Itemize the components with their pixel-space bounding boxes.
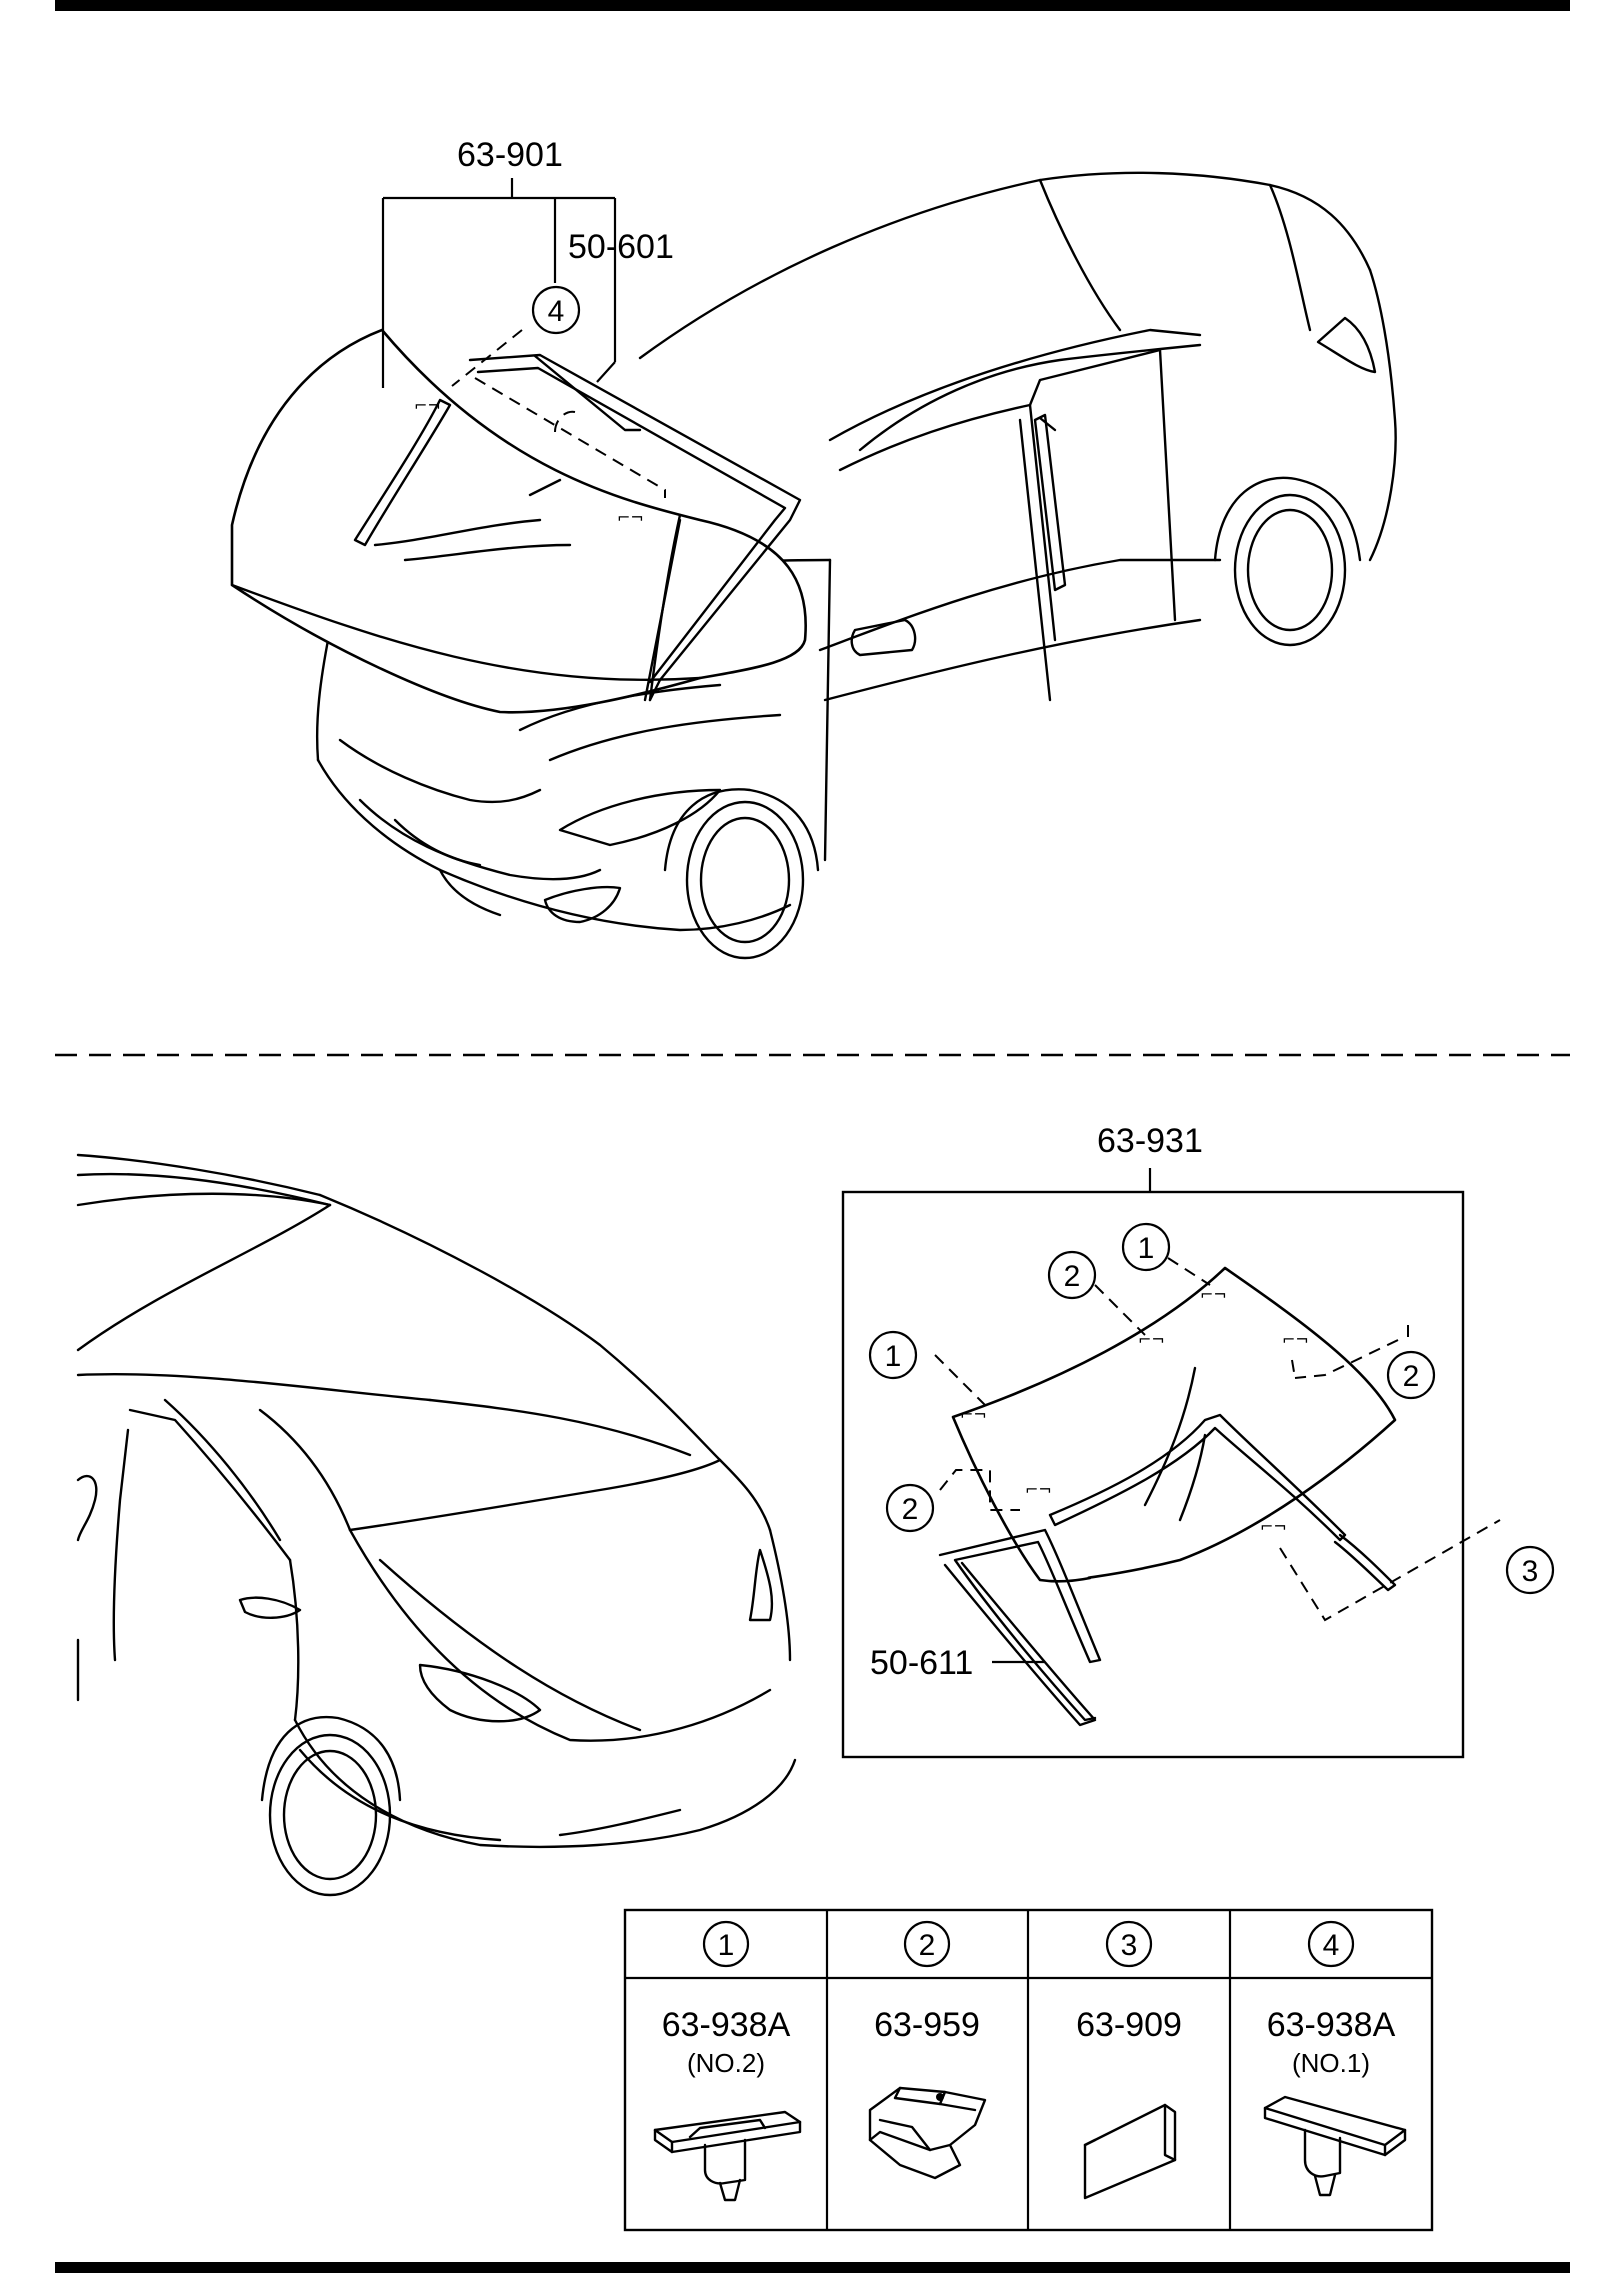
legend-number-2: 2 <box>903 1920 951 1968</box>
parts-legend-table: 1 2 3 4 63-938A (NO.2) 63-959 63-909 63-… <box>623 1908 1434 2232</box>
legend-note-1: (NO.2) <box>687 2048 765 2078</box>
top-leaders <box>381 178 617 388</box>
svg-text:2: 2 <box>902 1493 919 1526</box>
glass-mark: ⌐¬ <box>1200 1285 1227 1304</box>
glass-mark: ⌐¬ <box>1260 1517 1287 1536</box>
top-border-bar <box>55 0 1570 11</box>
glass-mark: ⌐¬ <box>617 508 644 527</box>
svg-text:3: 3 <box>1522 1555 1539 1588</box>
windshield-glass: ⌐¬ ⌐¬ <box>230 328 807 714</box>
callout-63-901: 63-901 <box>457 136 563 174</box>
fastener-icon <box>1263 2095 1407 2197</box>
glass-mark: ⌐¬ <box>960 1405 987 1424</box>
circle-callout-1-top: 1 <box>1121 1222 1171 1272</box>
glass-mark: ⌐¬ <box>1025 1480 1052 1499</box>
circle-callout-1-left: 1 <box>868 1330 918 1380</box>
front-car-illustration <box>315 171 1397 960</box>
circle-callout-3: 3 <box>1505 1545 1555 1595</box>
callout-50-611: 50-611 <box>870 1644 973 1682</box>
svg-text:4: 4 <box>1323 1929 1340 1962</box>
svg-text:3: 3 <box>1121 1929 1138 1962</box>
rear-window-glass: ⌐¬ ⌐¬ ⌐¬ ⌐¬ ⌐¬ ⌐¬ <box>951 1266 1397 1583</box>
svg-text:1: 1 <box>718 1929 735 1962</box>
svg-text:1: 1 <box>885 1340 902 1373</box>
legend-part-4: 63-938A <box>1267 2006 1396 2044</box>
rear-window-molding <box>938 1413 1397 1727</box>
circle-callout-2-top: 2 <box>1047 1250 1097 1300</box>
svg-text:2: 2 <box>919 1929 936 1962</box>
bracket-icon <box>868 2086 987 2180</box>
circle-callout-2-left: 2 <box>885 1483 935 1533</box>
windshield-molding <box>353 353 802 702</box>
svg-text:1: 1 <box>1138 1232 1155 1265</box>
circle-callout-2-right: 2 <box>1386 1350 1436 1400</box>
legend-part-3: 63-909 <box>1076 2006 1182 2044</box>
callout-50-601: 50-601 <box>568 228 674 266</box>
legend-number-4: 4 <box>1307 1920 1355 1968</box>
legend-part-1: 63-938A <box>662 2006 791 2044</box>
rear-dashed-leaders <box>934 1257 1501 1622</box>
leader-4 <box>451 329 666 498</box>
spacer-block-icon <box>1083 2103 1177 2200</box>
legend-part-2: 63-959 <box>874 2006 980 2044</box>
legend-note-4: (NO.1) <box>1292 2048 1370 2078</box>
clip-icon <box>653 2110 802 2202</box>
svg-text:2: 2 <box>1403 1360 1420 1393</box>
bottom-border-bar <box>55 2262 1570 2273</box>
rear-car-illustration <box>76 1153 797 1897</box>
svg-text:2: 2 <box>1064 1260 1081 1293</box>
circle-callout-4: 4 <box>531 285 581 335</box>
legend-number-1: 1 <box>702 1920 750 1968</box>
legend-number-3: 3 <box>1105 1920 1153 1968</box>
glass-mark: ⌐¬ <box>1282 1330 1309 1349</box>
callout-63-931: 63-931 <box>1097 1122 1203 1160</box>
svg-text:4: 4 <box>548 295 565 328</box>
